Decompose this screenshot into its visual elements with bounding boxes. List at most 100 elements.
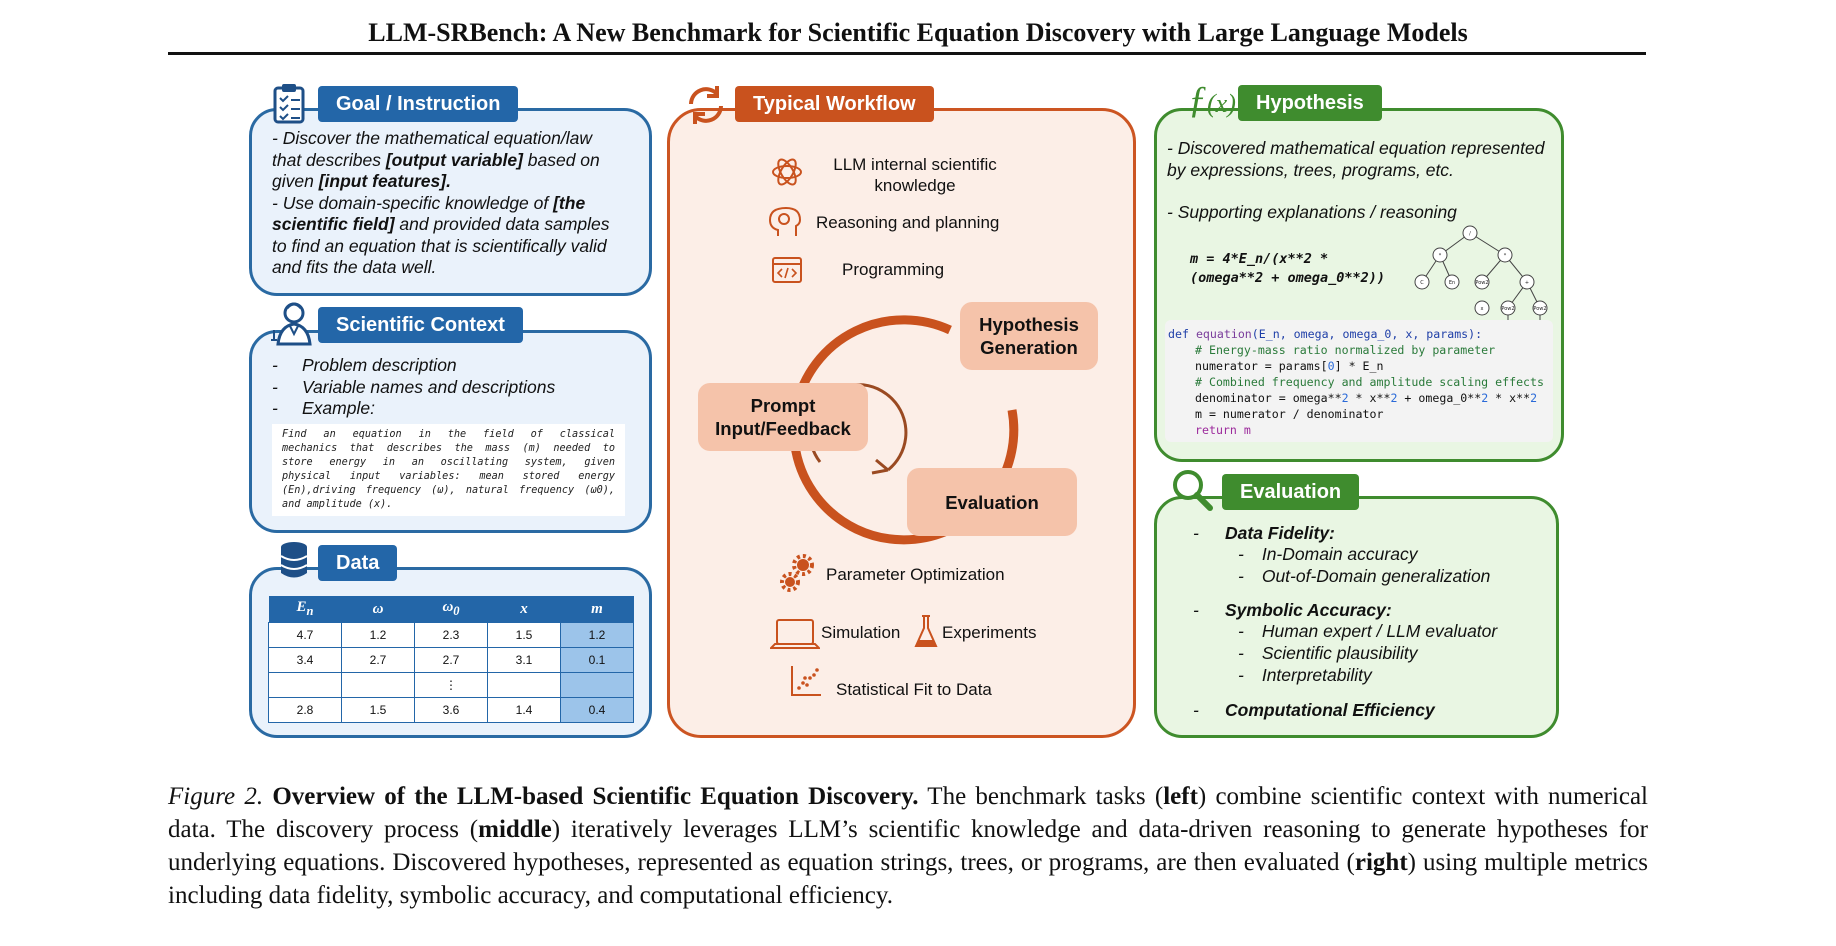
code-keyword: def xyxy=(1168,327,1189,341)
eval-subitem-label: In-Domain accuracy xyxy=(1261,544,1418,564)
context-item: -Variable names and descriptions xyxy=(272,376,556,397)
code-window-icon xyxy=(772,257,802,283)
code-number: 2 xyxy=(1530,391,1538,405)
evaluation-node: Evaluation xyxy=(907,468,1077,536)
context-item-label: Variable names and descriptions xyxy=(302,376,556,397)
goal-line: scientific field] and provided data samp… xyxy=(272,214,642,236)
goal-line: given [input features]. xyxy=(272,171,642,193)
context-item-label: Example: xyxy=(302,398,375,418)
col-header-label: E xyxy=(296,599,307,615)
goal-text-part: based on xyxy=(522,149,600,170)
workflow-item-programming: Programming xyxy=(842,260,945,279)
goal-text-part: given xyxy=(272,171,319,191)
function-fx-icon: ƒ(x) xyxy=(1188,79,1236,121)
caption-bold: middle xyxy=(478,816,552,843)
llm-knot-icon xyxy=(772,158,802,186)
example-line: physical input variables: mean stored en… xyxy=(282,471,615,482)
table-cell xyxy=(268,672,342,698)
goal-scientific-field: [the xyxy=(553,192,586,213)
code-number: 0 xyxy=(1327,359,1335,373)
table-cell: 3.4 xyxy=(268,647,342,673)
eval-subitem-label: Scientific plausibility xyxy=(1261,643,1418,663)
eval-heading: -Computational Efficiency xyxy=(1193,700,1435,720)
goal-tab: Goal / Instruction xyxy=(318,86,519,122)
tree-node-label: Pow2 xyxy=(1501,306,1514,312)
table-cell-target: 1.2 xyxy=(560,622,634,648)
code-line: def equation(E_n, omega, omega_0, x, par… xyxy=(1168,327,1482,341)
workflow-item-reasoning: Reasoning and planning xyxy=(816,213,1000,232)
goal-line: - Discover the mathematical equation/law xyxy=(272,128,593,148)
equation-string: m = 4*E_n/(x**2 * (omega**2 + omega_0**2… xyxy=(1190,250,1385,288)
caption-text: ) using multiple metrics including data … xyxy=(168,849,1648,909)
header-rule xyxy=(168,52,1646,55)
table-cell: 4.7 xyxy=(268,622,342,648)
hypothesis-text-line: - Supporting explanations / reasoning xyxy=(1167,202,1457,222)
evaluation-tab: Evaluation xyxy=(1222,474,1360,510)
table-cell: 2.7 xyxy=(414,647,488,673)
eval-subitem: -Interpretability xyxy=(1238,665,1372,685)
example-line: (En),driving frequency (ω), natural freq… xyxy=(282,485,615,496)
tree-node-label: x xyxy=(1481,306,1484,312)
code-comment: # Energy-mass ratio normalized by parame… xyxy=(1195,343,1496,357)
magnifier-icon xyxy=(1173,470,1213,511)
tree-node-label: * xyxy=(1504,253,1507,259)
brain-head-icon xyxy=(768,206,802,236)
goal-output-variable: [output variable] xyxy=(385,149,523,170)
evaluation-panel xyxy=(1154,496,1559,738)
workflow-item-stat-fit: Statistical Fit to Data xyxy=(836,680,992,699)
col-header-m: m xyxy=(560,596,634,623)
hypothesis-generation-node: Hypothesis Generation xyxy=(960,302,1098,370)
goal-input-features: [input features]. xyxy=(318,171,451,191)
tree-node-label: * xyxy=(1439,253,1442,259)
tree-node-label: + xyxy=(1525,280,1529,286)
caption-bold: left xyxy=(1163,783,1198,810)
col-header-x: x xyxy=(487,596,561,623)
table-cell: 1.5 xyxy=(341,697,415,723)
table-cell: 2.7 xyxy=(341,647,415,673)
goal-text-part: that describes xyxy=(272,149,386,170)
goal-line: that describes [output variable] based o… xyxy=(272,150,642,172)
caption-text: ) combine scientific context with numeri… xyxy=(168,783,1648,843)
table-cell xyxy=(487,672,561,698)
clipboard-icon xyxy=(273,84,305,124)
code-text: numerator = params[ xyxy=(1195,359,1328,373)
table-cell-target: 0.4 xyxy=(560,697,634,723)
hypothesis-description: - Discovered mathematical equation repre… xyxy=(1167,138,1557,224)
context-item: -Example: xyxy=(272,398,375,418)
code-line: m = numerator / denominator xyxy=(1195,407,1384,421)
col-header-omega: ω xyxy=(341,596,415,623)
code-number: 2 xyxy=(1390,391,1398,405)
context-tab: Scientific Context xyxy=(318,307,523,343)
database-icon xyxy=(280,542,308,578)
example-line: mechanics that describes the mass (m) ne… xyxy=(282,443,615,454)
gears-icon xyxy=(780,554,814,592)
goal-text-part: and provided data samples xyxy=(394,214,610,234)
table-cell: 2.8 xyxy=(268,697,342,723)
table-cell: 2.3 xyxy=(414,622,488,648)
table-cell: 1.5 xyxy=(487,622,561,648)
flask-icon xyxy=(914,615,938,647)
table-cell-target xyxy=(560,672,634,698)
caption-figure-number: Figure 2. xyxy=(168,783,264,810)
scientist-icon xyxy=(271,302,312,346)
code-line: return m xyxy=(1195,423,1251,437)
context-item: -Problem description xyxy=(272,355,457,375)
goal-text-part: - Use domain-specific knowledge of xyxy=(272,192,554,213)
tree-node-label: Pow2 xyxy=(1533,306,1546,312)
table-cell: 1.4 xyxy=(487,697,561,723)
paper-header-title: LLM-SRBench: A New Benchmark for Scienti… xyxy=(368,18,1468,47)
goal-line: - Use domain-specific knowledge of [the xyxy=(272,193,642,215)
example-line: store energy in an oscillating system, g… xyxy=(282,457,615,468)
col-header-label: ω xyxy=(442,599,454,615)
eval-subitem-label: Interpretability xyxy=(1261,665,1372,685)
code-line: numerator = params[0] * E_n xyxy=(1195,359,1383,373)
refresh-cycle-icon xyxy=(689,86,723,124)
workflow-item-simulation: Simulation xyxy=(821,623,901,642)
code-comment: # Combined frequency and amplitude scali… xyxy=(1195,375,1545,389)
col-header-label: m xyxy=(591,600,603,617)
workflow-item-param-opt: Parameter Optimization xyxy=(826,565,1005,584)
